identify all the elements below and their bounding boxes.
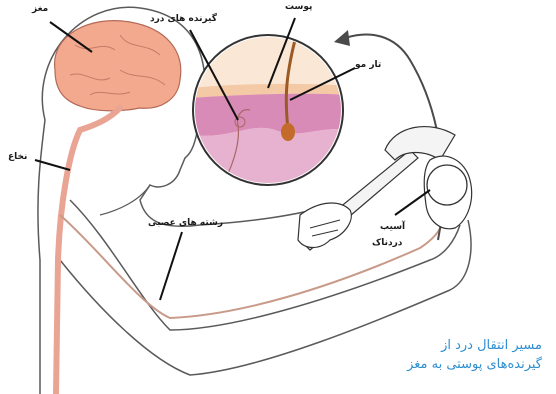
label-spinal-cord: نخاع (8, 152, 27, 162)
arrow-head-icon (334, 30, 350, 46)
arm-lower (60, 220, 471, 375)
brain-icon (55, 21, 181, 111)
label-pain-receptors: گیرنده های درد (150, 14, 217, 24)
spinal-cord (56, 108, 120, 394)
leader-nerve-fibers (160, 232, 182, 300)
caption-line-1: مسیر انتقال درد از (441, 338, 542, 353)
skin-magnifier (190, 35, 350, 185)
label-hair: تار مو (355, 60, 381, 70)
injured-hand-icon (424, 156, 471, 229)
label-painful: دردناک (372, 238, 402, 248)
label-injury: آسیب (380, 222, 405, 232)
hand-icon (298, 203, 351, 247)
label-skin: پوست (285, 2, 312, 12)
leader-injury (395, 190, 430, 215)
caption-line-2: گیرنده‌های پوستی به مغز (407, 357, 542, 372)
chin (100, 185, 150, 215)
label-brain: مغز (32, 4, 48, 14)
label-nerve-fibers: رشته های عصبی (148, 218, 223, 228)
